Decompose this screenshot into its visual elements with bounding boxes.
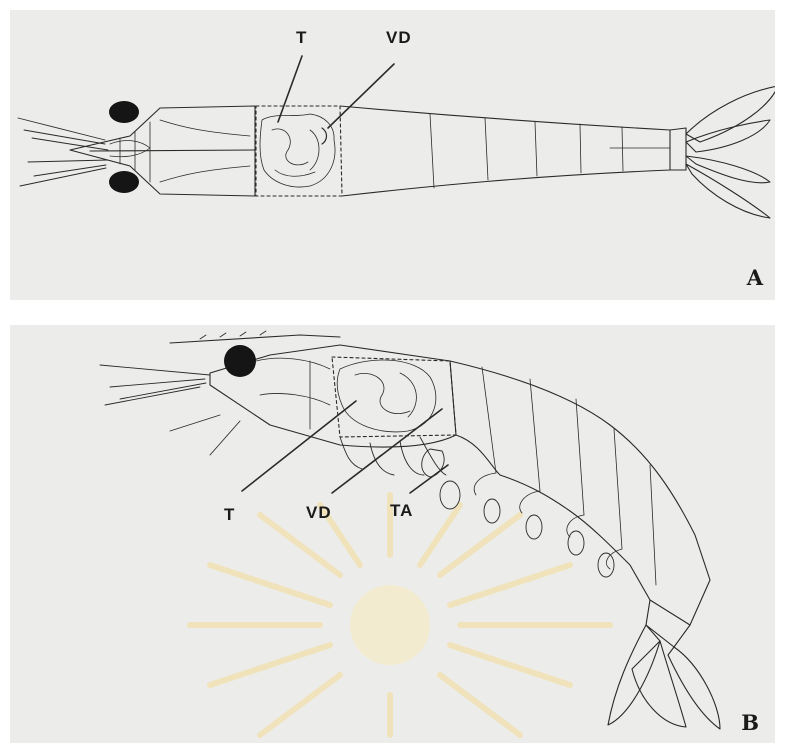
watermark-seal (190, 495, 610, 735)
panel-letter-b: B (741, 710, 759, 735)
label-vd-vas-deferens: VD (386, 28, 412, 48)
label-vd-vas-deferens: VD (306, 503, 332, 523)
label-t-testis: T (224, 505, 235, 525)
panel-b-lateral-view: T VD TA B (10, 325, 775, 743)
panel-letter-a: A (747, 265, 763, 290)
label-ta-terminal-ampoule: TA (390, 501, 413, 521)
panel-a-dorsal-view: T VD A (10, 10, 775, 300)
shrimp-dorsal-drawing (10, 10, 775, 300)
eye-icon (109, 101, 139, 123)
eye-icon (224, 345, 256, 377)
label-t-testis: T (296, 28, 307, 48)
eye-icon (109, 171, 139, 193)
shrimp-lateral-drawing (10, 325, 775, 743)
